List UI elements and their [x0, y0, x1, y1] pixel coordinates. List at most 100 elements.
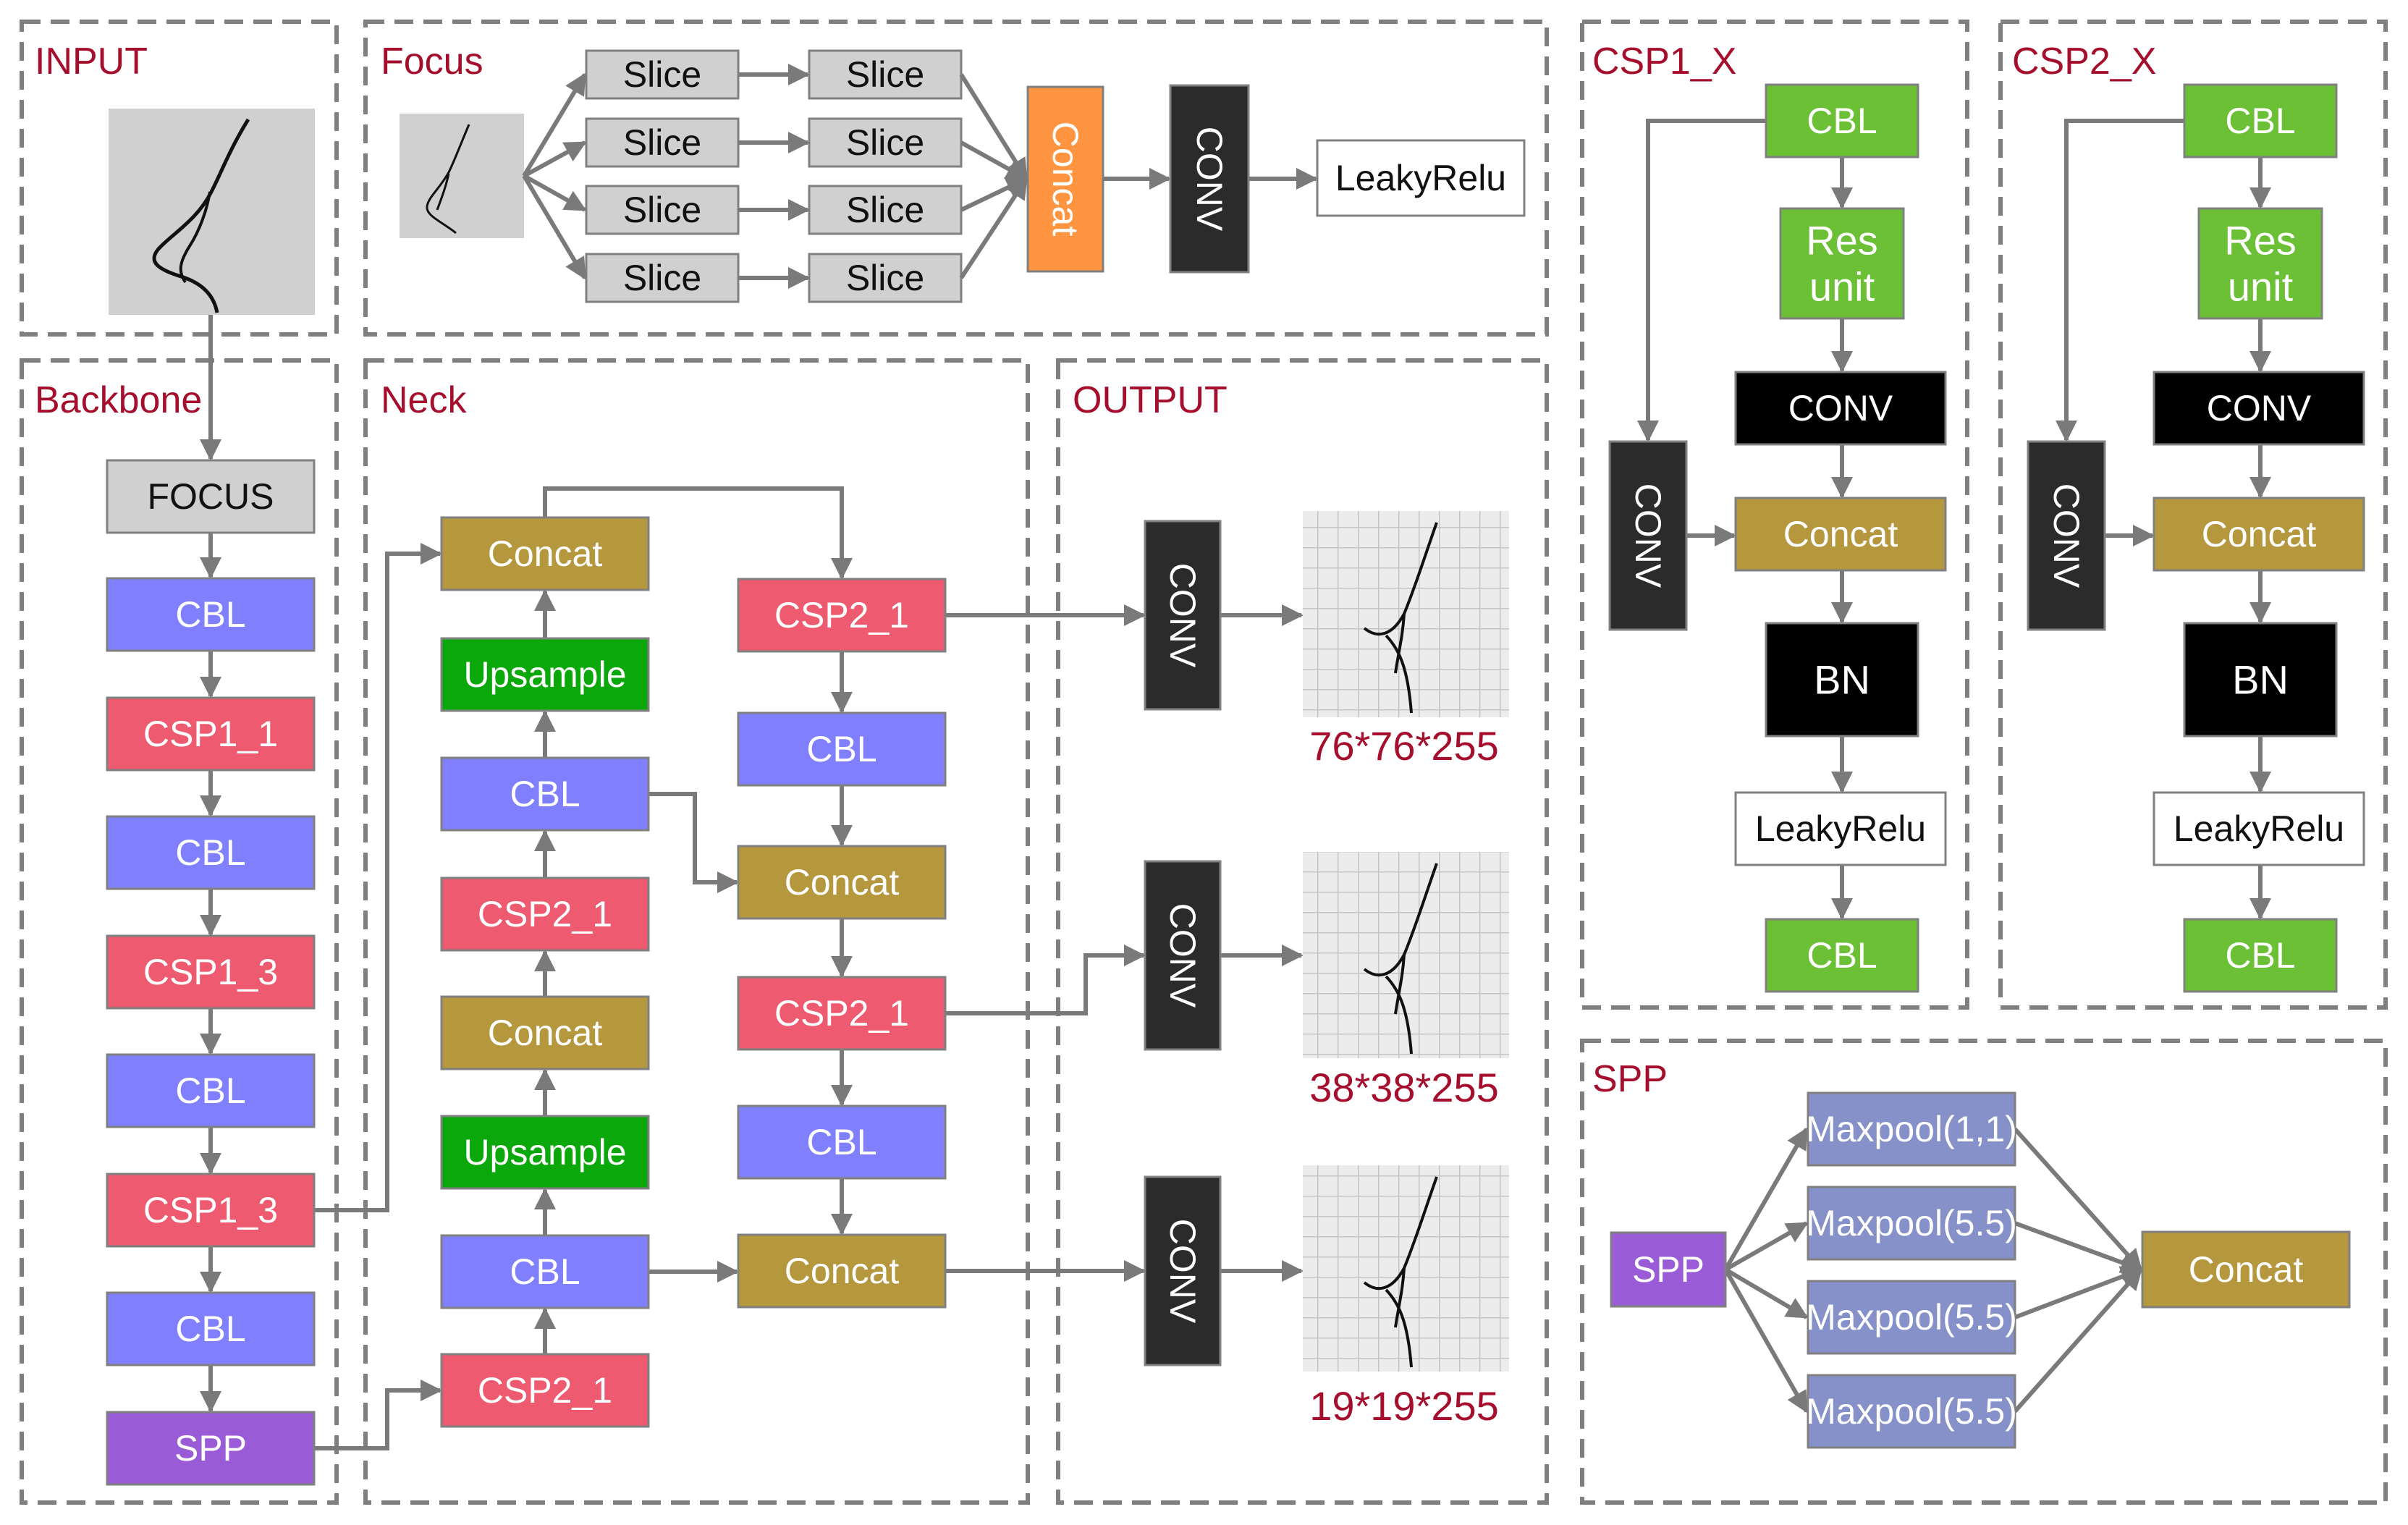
focus-slice-a-4: Slice	[585, 253, 740, 303]
csp1x-side-conv-label: CONV	[1628, 483, 1668, 588]
spp-maxpool-3-label: Maxpool(5.5)	[1806, 1297, 2017, 1338]
backbone-spp-label: SPP	[174, 1428, 247, 1469]
spp-merge-arrow-1	[2013, 1127, 2143, 1272]
output-title: OUTPUT	[1073, 379, 1228, 421]
backbone-csp1-3-a-label: CSP1_3	[143, 952, 278, 992]
spp-panel: SPP	[1580, 1039, 2388, 1505]
csp2x-leakyrelu-label: LeakyRelu	[2173, 808, 2344, 849]
output-grid-19	[1303, 1165, 1509, 1372]
backbone-csp1-3-b-label: CSP1_3	[143, 1190, 278, 1230]
spp-title: SPP	[1592, 1058, 1668, 1100]
spp-fanout-arrow-3	[1724, 1267, 1809, 1319]
focus-slice-a-4-label: Slice	[623, 258, 701, 298]
csp1x-cbl-bottom: CBL	[1765, 918, 1919, 993]
spp-maxpool-4: Maxpool(5.5)	[1806, 1374, 2017, 1449]
spp-concat: Concat	[2141, 1230, 2351, 1309]
neck-csp2-1-c: CSP2_1	[737, 578, 947, 653]
backbone-focus: FOCUS	[106, 459, 316, 534]
backbone-csp1-3-a: CSP1_3	[106, 934, 316, 1010]
neck-concat-2-label: Concat	[488, 1013, 603, 1053]
input-image	[109, 109, 315, 315]
spp-fanout-arrow-2	[1724, 1221, 1809, 1272]
spp-maxpool-1: Maxpool(1,1)	[1806, 1091, 2017, 1167]
focus-panel: Focus	[363, 20, 1549, 337]
neck-cbl-3: CBL	[737, 711, 947, 787]
backbone-cbl-1-label: CBL	[175, 594, 245, 635]
neck-to-output-arrow-2	[945, 945, 1146, 1015]
input-title: INPUT	[35, 41, 148, 83]
output-conv-1-label: CONV	[1162, 563, 1203, 668]
neck-concat-1-label: Concat	[488, 533, 603, 574]
focus-merge-arrow-2	[960, 140, 1028, 181]
focus-slice-b-1: Slice	[808, 49, 963, 100]
csp1x-conv-label: CONV	[1788, 388, 1893, 428]
csp1x-concat-label: Concat	[1783, 514, 1898, 554]
backbone-csp1-3-to-neck-concat-arrow	[314, 543, 442, 1212]
csp1x-leakyrelu: LeakyRelu	[1734, 791, 1947, 866]
focus-fanout-arrow-4	[522, 174, 587, 280]
output-conv-1: CONV	[1144, 520, 1222, 711]
neck-cbl-2: CBL	[440, 1234, 650, 1309]
neck-upsample-2: Upsample	[440, 1115, 650, 1190]
backbone-cbl-4-label: CBL	[175, 1309, 245, 1349]
neck-upsample-1-label: Upsample	[463, 654, 626, 695]
focus-slice-a-2: Slice	[585, 117, 740, 168]
backbone-spp: SPP	[106, 1411, 316, 1486]
backbone-csp1-3-b: CSP1_3	[106, 1173, 316, 1248]
neck-upsample-2-label: Upsample	[463, 1132, 626, 1173]
output-conv-3: CONV	[1144, 1175, 1222, 1366]
csp1x-cbl-bottom-label: CBL	[1807, 935, 1877, 976]
output-panel: OUTPUT	[1056, 358, 1549, 1505]
spp-maxpool-2-label: Maxpool(5.5)	[1806, 1203, 2017, 1243]
focus-slice-a-1-label: Slice	[623, 54, 701, 95]
csp2x-res-unit-label-0: Res	[2224, 218, 2297, 263]
csp1x-title: CSP1_X	[1592, 41, 1736, 83]
csp1x-res-unit-label-0: Res	[1806, 218, 1878, 263]
csp1x-res-unit-label-1: unit	[1809, 264, 1875, 310]
focus-slice-b-3-label: Slice	[846, 190, 924, 230]
input-panel: INPUT	[20, 20, 339, 337]
csp1x-panel: CSP1_X	[1580, 20, 1969, 1010]
csp2x-side-conv: CONV	[2027, 440, 2106, 631]
spp-fanout-arrow-1	[1723, 1127, 1809, 1271]
backbone-cbl-1: CBL	[106, 577, 316, 652]
backbone-cbl-2-label: CBL	[175, 832, 245, 873]
neck-cbl-3-label: CBL	[806, 729, 876, 769]
neck-panel: Neck	[363, 358, 1030, 1505]
neck-cbl-4: CBL	[737, 1104, 947, 1180]
backbone-panel: Backbone	[20, 358, 339, 1505]
csp1x-leakyrelu-label: LeakyRelu	[1755, 808, 1926, 849]
focus-fanout-arrow-3	[523, 174, 587, 212]
spp-input-label: SPP	[1632, 1249, 1704, 1290]
neck-csp2-1-b: CSP2_1	[440, 1353, 650, 1428]
spp-fanout-arrow-4	[1723, 1268, 1809, 1414]
neck-concat-3-label: Concat	[785, 862, 900, 903]
neck-csp2-1-d: CSP2_1	[737, 976, 947, 1051]
neck-concat-4-label: Concat	[785, 1251, 900, 1291]
neck-csp2-1-d-label: CSP2_1	[774, 993, 909, 1034]
focus-concat-label: Concat	[1045, 122, 1086, 237]
neck-cbl-1-label: CBL	[510, 774, 580, 814]
backbone-title: Backbone	[35, 379, 202, 421]
spp-maxpool-2: Maxpool(5.5)	[1806, 1186, 2017, 1261]
neck-csp2-1-a: CSP2_1	[440, 876, 650, 952]
output-conv-2: CONV	[1144, 860, 1222, 1051]
csp2x-side-conv-label: CONV	[2046, 483, 2087, 588]
neck-cbl-2-label: CBL	[510, 1251, 580, 1292]
focus-concat: Concat	[1026, 85, 1104, 273]
focus-slice-a-3: Slice	[585, 185, 740, 235]
backbone-cbl-3-label: CBL	[175, 1070, 245, 1111]
focus-slice-a-3-label: Slice	[623, 190, 701, 230]
csp1x-conv: CONV	[1734, 371, 1947, 446]
focus-slice-a-2-label: Slice	[623, 122, 701, 163]
spp-merge-arrow-2	[2014, 1221, 2143, 1273]
backbone-cbl-3: CBL	[106, 1053, 316, 1128]
focus-slice-b-2: Slice	[808, 117, 963, 168]
csp2x-concat: Concat	[2153, 497, 2365, 572]
blocks: FOCUSCBLCSP1_1CBLCSP1_3CBLCSP1_3CBLSPPCo…	[106, 83, 2365, 1486]
focus-thumb-image	[400, 114, 524, 238]
neck-concat-2: Concat	[440, 995, 650, 1070]
csp2x-cbl-bottom-label: CBL	[2225, 935, 2295, 976]
backbone-spp-to-neck-csp-arrow	[314, 1380, 442, 1450]
